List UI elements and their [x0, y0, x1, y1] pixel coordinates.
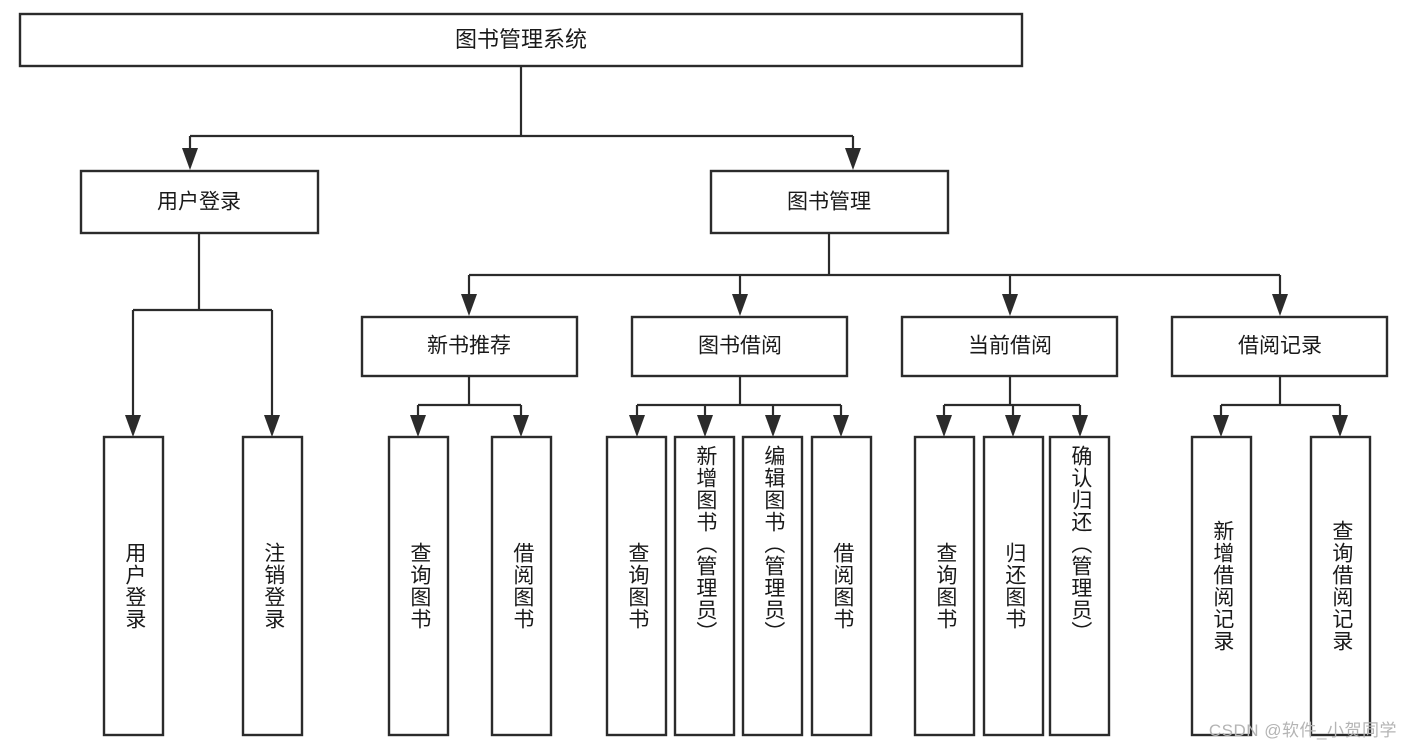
leaf-box-query-book-3[interactable] — [913, 435, 976, 737]
node-root[interactable]: 图书管理系统 — [18, 12, 1024, 68]
node-user-login[interactable]: 用户登录 — [79, 169, 320, 235]
node-book-borrow[interactable]: 图书借阅 — [630, 315, 849, 378]
connector-borrow-to-leaves — [629, 376, 849, 437]
leaf-box-query-book-2[interactable] — [605, 435, 668, 737]
connector-newbook-to-leaves — [410, 376, 529, 437]
leaf-box-return-book[interactable] — [982, 435, 1045, 737]
leaf-box-borrow-book-2[interactable] — [810, 435, 873, 737]
node-borrow-record-label: 借阅记录 — [1238, 335, 1322, 358]
node-book-borrow-label: 图书借阅 — [698, 335, 782, 358]
leaf-box-borrow-book-1[interactable] — [490, 435, 553, 737]
connector-bookmgmt-to-level3 — [461, 233, 1288, 316]
node-current-borrow[interactable]: 当前借阅 — [900, 315, 1119, 378]
leaf-box-query-book-1[interactable] — [387, 435, 450, 737]
connector-current-to-leaves — [936, 376, 1088, 437]
node-book-management[interactable]: 图书管理 — [709, 169, 950, 235]
connector-root-to-level2 — [182, 66, 861, 170]
connector-record-to-leaves — [1213, 376, 1348, 437]
leaf-box-confirm-return[interactable] — [1048, 435, 1111, 737]
node-current-borrow-label: 当前借阅 — [968, 335, 1052, 358]
connector-userlogin-to-leaves — [125, 233, 280, 437]
leaf-box-query-record[interactable] — [1309, 435, 1372, 737]
node-user-login-label: 用户登录 — [157, 191, 241, 214]
leaf-box-add-record[interactable] — [1190, 435, 1253, 737]
leaf-box-user-login[interactable] — [102, 435, 165, 737]
node-new-book-recommend[interactable]: 新书推荐 — [360, 315, 579, 378]
node-borrow-record[interactable]: 借阅记录 — [1170, 315, 1389, 378]
csdn-watermark: CSDN @软件_小贺同学 — [1208, 721, 1397, 740]
node-new-book-recommend-label: 新书推荐 — [427, 335, 511, 358]
leaf-box-edit-book-admin[interactable] — [741, 435, 804, 737]
leaf-box-add-book-admin[interactable] — [673, 435, 736, 737]
node-root-label: 图书管理系统 — [455, 27, 587, 52]
node-book-management-label: 图书管理 — [787, 191, 871, 214]
leaf-box-logout[interactable] — [241, 435, 304, 737]
